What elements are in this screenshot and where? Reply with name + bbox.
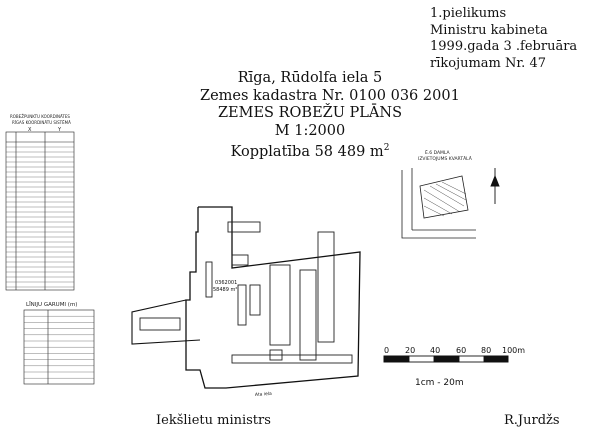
plot-boundary — [185, 206, 361, 389]
coordinate-table-rows — [6, 146, 74, 288]
address: Rīga, Rūdolfa iela 5 — [237, 70, 383, 86]
coord-header-x: X — [28, 127, 32, 133]
scale-bar — [383, 355, 509, 363]
scale-tick-80: 80 — [481, 346, 492, 355]
cadastre-number: Zemes kadastra Nr. 0100 036 2001 — [200, 87, 460, 104]
coordinate-table-caption-2: RĪGAS KOORDINĀTU SISTĒMĀ — [12, 120, 71, 125]
scale-tick-20: 20 — [405, 346, 416, 355]
annex-header: 1.pielikums Ministru kabineta 1999.gada … — [430, 6, 595, 72]
location-inset — [401, 168, 476, 239]
annex-line-1: 1.pielikums — [430, 6, 507, 21]
line-length-table — [23, 309, 95, 385]
plot-area-label: 58489 m² — [213, 287, 237, 293]
line-length-title: LĪNIJU GARUMI (m) — [26, 301, 77, 308]
street-label-bottom: Ata iela — [255, 391, 273, 398]
north-arrow-icon — [490, 168, 500, 204]
signature-right: R.Jurdžs — [504, 413, 560, 428]
total-area-label: Kopplatība 58 489 m — [230, 143, 384, 160]
plot-id-label: 0362001 — [215, 280, 237, 286]
annex-line-2: Ministru kabineta — [430, 22, 548, 38]
plot-buildings — [139, 221, 353, 364]
scale-tick-60: 60 — [456, 346, 467, 355]
coordinate-table-caption: ROBEŽPUNKTU KOORDINĀTES — [10, 114, 70, 119]
inset-caption-1: Ē.6 DAMLA — [425, 149, 451, 156]
coord-header-y: Y — [57, 127, 62, 133]
title-block: Rīga, Rūdolfa iela 5 Zemes kadastra Nr. … — [200, 70, 460, 161]
annex-line-4: rīkojumam Nr. 47 — [430, 55, 546, 71]
annex-line-3: 1999.gada 3 .februāra — [430, 39, 578, 54]
signature-left: Iekšlietu ministrs — [156, 413, 271, 428]
scale-caption: 1cm - 20m — [415, 378, 464, 388]
inset-caption-2: IZVIETOJUMS KVARTĀLĀ — [418, 155, 473, 162]
coordinate-table — [5, 131, 75, 291]
scale-tick-0: 0 — [384, 346, 390, 355]
total-area-unit-sup: 2 — [383, 143, 390, 153]
total-area: Kopplatība 58 489 m2 — [200, 140, 420, 161]
scale-tick-40: 40 — [430, 346, 441, 355]
plot-west-wing — [131, 299, 201, 345]
plan-title: ZEMES ROBEŽU PLĀNS — [217, 105, 403, 121]
scale-tick-100: 100m — [502, 346, 526, 355]
plan-scale: M 1:2000 — [274, 122, 346, 139]
